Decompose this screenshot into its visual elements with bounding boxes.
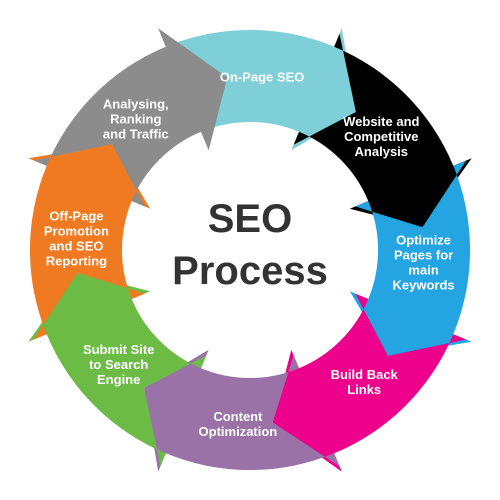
label-onpage-seo: On-Page SEO [220, 69, 305, 84]
label-line: Optimize [396, 233, 451, 248]
label-line: On-Page SEO [220, 69, 305, 84]
label-line: Website and [343, 114, 419, 129]
label-line: to Search [89, 357, 148, 372]
segment-optimize-pages [349, 160, 472, 356]
center-title-line2: Process [172, 249, 328, 293]
label-line: Optimization [199, 424, 278, 439]
cycle-segments [28, 28, 472, 472]
label-line: and SEO [49, 238, 103, 253]
label-line: Engine [97, 372, 140, 387]
segment-offpage-promotion [28, 144, 151, 340]
label-line: Reporting [46, 253, 107, 268]
label-line: Promotion [44, 223, 109, 238]
label-line: Pages for [394, 248, 453, 263]
center-title-line1: SEO [208, 197, 292, 241]
label-line: and Traffic [103, 127, 169, 142]
label-line: Analysing, [103, 97, 169, 112]
segment-analysing-ranking [33, 28, 228, 207]
label-line: Content [213, 409, 263, 424]
segment-content-optimization [144, 349, 340, 472]
label-line: Analysis [355, 144, 408, 159]
segment-build-back-links [272, 293, 467, 472]
label-line: Links [347, 382, 381, 397]
label-line: Submit Site [83, 342, 155, 357]
label-line: main [408, 263, 438, 278]
label-line: Ranking [110, 112, 161, 127]
segment-onpage-seo [160, 28, 356, 151]
label-line: Competitive [344, 129, 418, 144]
label-line: Off-Page [49, 208, 103, 223]
label-line: Build Back [331, 367, 399, 382]
segment-submit-site [28, 272, 207, 467]
label-line: Keywords [393, 278, 455, 293]
segment-website-analysis [293, 33, 472, 228]
